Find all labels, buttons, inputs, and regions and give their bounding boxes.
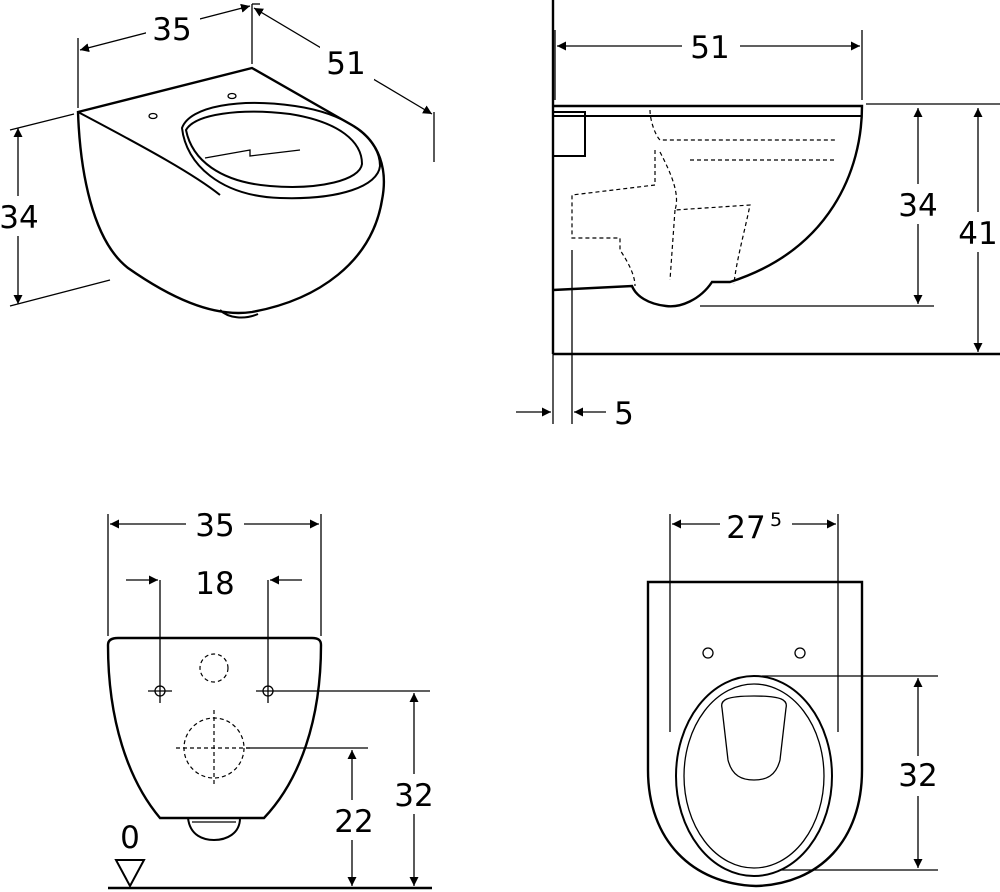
dim-total-height: 41 xyxy=(958,216,997,252)
dim-bolt-spacing: 18 xyxy=(195,566,234,602)
bowl-rim-inner xyxy=(184,110,364,188)
bowl-profile xyxy=(552,104,864,308)
perspective-view: 35 51 34 xyxy=(0,3,435,319)
bowl-outline xyxy=(76,66,386,315)
dim-outlet-height: 22 xyxy=(334,804,373,840)
top-bowl-well xyxy=(721,695,787,781)
bowl-foot xyxy=(219,309,259,319)
dim-side-height: 34 xyxy=(898,188,937,224)
side-view: 51 34 41 5 xyxy=(516,0,1000,432)
top-view: 27 5 32 xyxy=(646,504,942,888)
bowl-top-edge xyxy=(77,111,221,196)
rear-view: 35 18 32 22 0 xyxy=(106,506,440,890)
top-hole-left xyxy=(702,647,714,659)
dim-width: 35 xyxy=(152,12,191,48)
hole-left xyxy=(148,112,158,120)
rear-inlet xyxy=(199,653,229,683)
dim-height: 34 xyxy=(0,200,39,236)
top-rim-inner xyxy=(683,683,825,869)
dim-inner-width-sup: 5 xyxy=(770,509,782,531)
rear-outline xyxy=(106,636,323,820)
bolt-right xyxy=(256,580,280,703)
dim-depth: 51 xyxy=(326,46,365,82)
bolt-left xyxy=(148,580,172,703)
wall-bracket xyxy=(553,111,586,157)
floor-level-label: 0 xyxy=(120,820,140,856)
rear-outlet xyxy=(187,817,241,842)
dim-rear-width: 35 xyxy=(195,508,234,544)
bowl-flush-slot xyxy=(204,149,301,159)
dim-side-depth: 51 xyxy=(690,30,729,66)
floor-level-marker xyxy=(114,859,146,889)
bowl-rim-outer xyxy=(180,101,382,200)
top-hole-right xyxy=(794,647,806,659)
dim-wall-offset: 5 xyxy=(614,396,634,432)
dim-bolt-height: 32 xyxy=(394,778,433,814)
top-outline xyxy=(646,580,864,888)
dim-inner-width: 27 xyxy=(726,510,765,546)
dim-bowl-length: 32 xyxy=(898,758,937,794)
hole-right xyxy=(227,92,237,100)
top-rim-outer xyxy=(675,675,833,877)
